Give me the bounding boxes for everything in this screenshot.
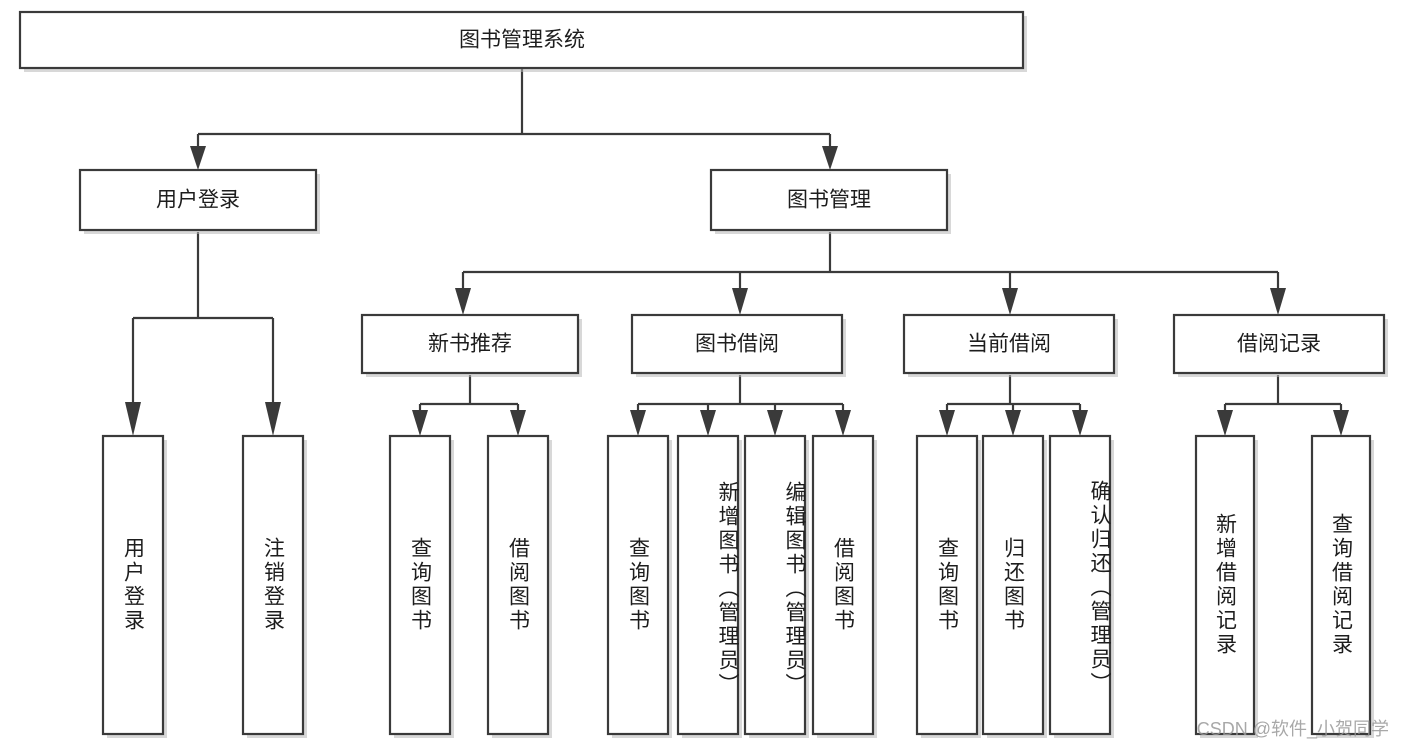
- connector-layer: [125, 68, 1349, 436]
- arrow-head-borrowrecord-leaf-1: [1217, 410, 1233, 436]
- current-borrow-node-label: 当前借阅: [967, 333, 1051, 356]
- arrow-head-currentborrow-leaf-2: [1005, 410, 1021, 436]
- arrow-head-currentborrow-leaf-3: [1072, 410, 1088, 436]
- leaf-box-current-borrow-3[interactable]: [1048, 434, 1112, 736]
- leaf-box-book-borrow-2[interactable]: [676, 434, 740, 736]
- arrow-head-bookborrow-leaf-3: [767, 410, 783, 436]
- book-borrow-node-label: 图书借阅: [695, 333, 779, 356]
- arrow-head-current-borrow: [1002, 288, 1018, 315]
- borrow-record-node-box[interactable]: [1172, 313, 1386, 375]
- borrow-record-node-label: 借阅记录: [1237, 333, 1321, 356]
- book-manage-node-box[interactable]: [709, 168, 949, 232]
- arrow-head-currentborrow-leaf-1: [939, 410, 955, 436]
- leaf-box-current-borrow-2[interactable]: [981, 434, 1045, 736]
- leaf-box-current-borrow-1[interactable]: [915, 434, 979, 736]
- arrow-head-book-manage: [822, 146, 838, 170]
- leaf-box-user-login-1[interactable]: [101, 434, 165, 736]
- arrow-head-borrow-record: [1270, 288, 1286, 315]
- new-book-node-label: 新书推荐: [428, 333, 512, 356]
- arrow-head-leaf-logout: [265, 402, 281, 436]
- arrow-head-bookborrow-leaf-2: [700, 410, 716, 436]
- arrow-head-user-login: [190, 146, 206, 170]
- arrow-head-new-book: [455, 288, 471, 315]
- arrow-head-newbook-leaf-2: [510, 410, 526, 436]
- arrow-head-newbook-leaf-1: [412, 410, 428, 436]
- leaf-box-borrow-record-1[interactable]: [1194, 434, 1256, 736]
- arrow-head-borrowrecord-leaf-2: [1333, 410, 1349, 436]
- leaf-box-borrow-record-2[interactable]: [1310, 434, 1372, 736]
- leaf-box-book-borrow-3[interactable]: [743, 434, 807, 736]
- arrow-head-bookborrow-leaf-4: [835, 410, 851, 436]
- node-layer: 图书管理系统 用户登录 图书管理 新书推荐 图书借阅 当前借阅 借阅记录: [18, 10, 1388, 738]
- arrow-head-book-borrow: [732, 288, 748, 315]
- leaf-box-book-borrow-1[interactable]: [606, 434, 670, 736]
- leaf-box-user-login-2[interactable]: [241, 434, 305, 736]
- arrow-head-bookborrow-leaf-1: [630, 410, 646, 436]
- book-manage-node-label: 图书管理: [787, 189, 871, 212]
- leaf-box-new-book-1[interactable]: [388, 434, 452, 736]
- root-node-box[interactable]: [18, 10, 1025, 70]
- arrow-head-leaf-user-login: [125, 402, 141, 436]
- user-login-node-box[interactable]: [78, 168, 318, 232]
- book-borrow-node-box[interactable]: [630, 313, 844, 375]
- user-login-node-label: 用户登录: [156, 189, 240, 212]
- current-borrow-node-box[interactable]: [902, 313, 1116, 375]
- new-book-node-box[interactable]: [360, 313, 580, 375]
- leaf-box-book-borrow-4[interactable]: [811, 434, 875, 736]
- root-node-label: 图书管理系统: [459, 29, 585, 52]
- leaf-box-new-book-2[interactable]: [486, 434, 550, 736]
